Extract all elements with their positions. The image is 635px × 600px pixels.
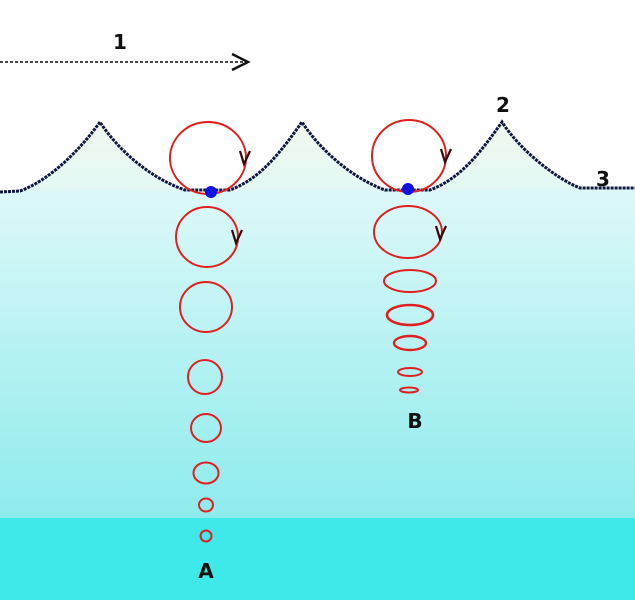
rotation-arrow-b1 (439, 148, 452, 166)
orbit-b-2 (373, 205, 443, 259)
label-column-a: A (198, 559, 214, 583)
orbit-a-5 (190, 413, 222, 443)
orbit-a-7 (198, 497, 214, 513)
deep-water-band (0, 518, 635, 600)
label-still-level: 3 (596, 167, 610, 191)
label-direction: 1 (113, 30, 127, 54)
crest-tint (20, 122, 580, 191)
label-column-b: B (407, 409, 422, 433)
orbit-b-6 (397, 367, 423, 377)
rotation-arrow-a1 (238, 150, 251, 168)
orbit-a-3 (179, 281, 233, 333)
particle-a (205, 186, 217, 198)
orbit-a-1 (169, 121, 247, 195)
particle-b (402, 183, 414, 195)
orbit-a-8 (199, 529, 213, 543)
orbit-b-1 (371, 119, 447, 193)
rotation-arrows (230, 148, 452, 247)
orbit-b-4 (385, 303, 435, 327)
orbit-b-7 (399, 386, 419, 394)
rotation-arrow-a2 (230, 229, 243, 247)
wave-surface-line (0, 119, 635, 194)
orbit-column-b (371, 119, 447, 394)
rotation-arrow-b2 (434, 225, 447, 243)
orbit-b-3 (383, 269, 437, 293)
orbit-b-5 (392, 334, 428, 352)
water-body (0, 122, 635, 600)
direction-arrowhead (231, 52, 251, 72)
orbit-a-4 (187, 359, 223, 395)
label-crest: 2 (496, 93, 510, 117)
orbit-a-6 (192, 461, 220, 485)
